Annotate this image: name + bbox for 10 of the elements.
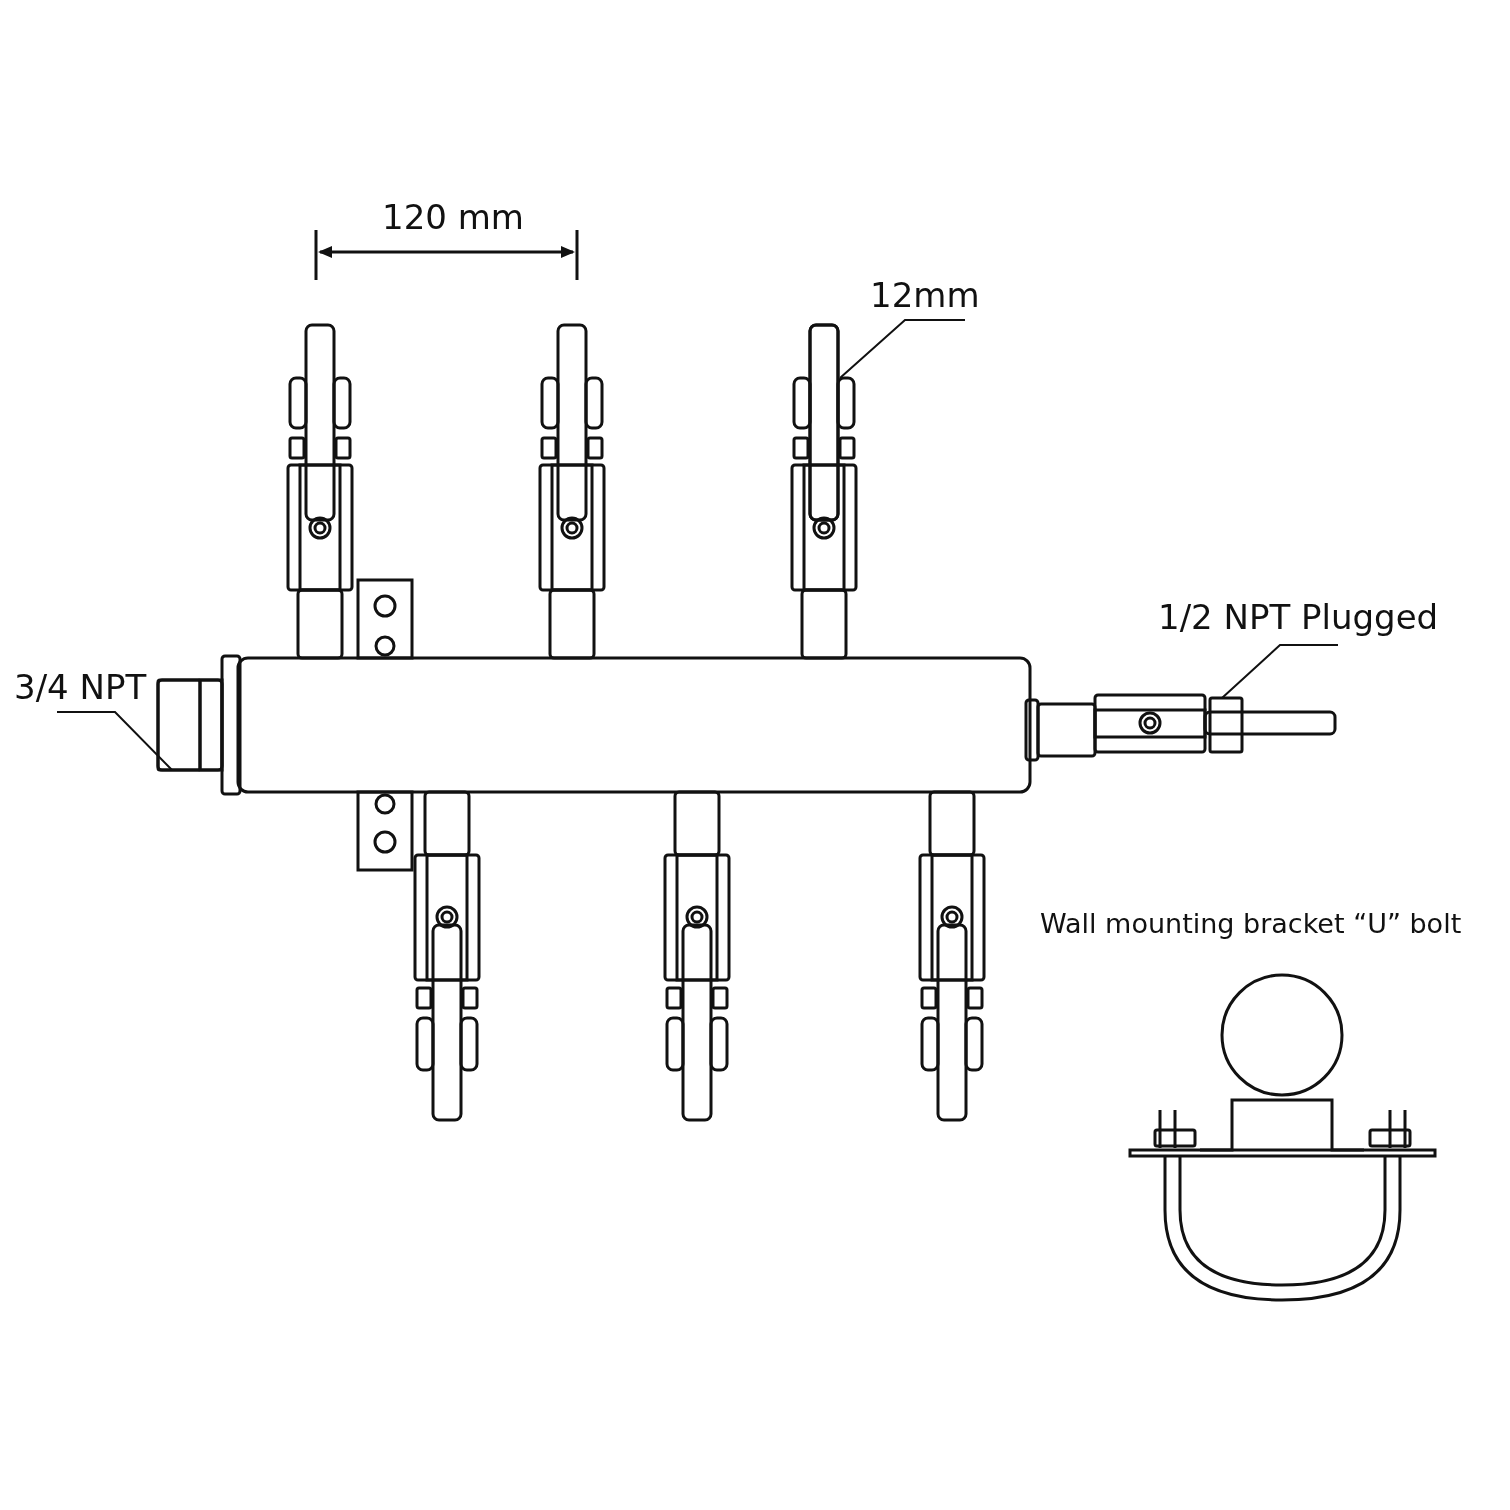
callout-text: 3/4 NPT — [14, 670, 147, 704]
callout-text: 1/2 NPT Plugged — [1158, 600, 1439, 634]
fitting-part — [1208, 696, 1244, 754]
leader-line — [56, 711, 173, 771]
fitting-part — [808, 323, 840, 522]
dimension-label: 120 mm — [382, 200, 524, 234]
leader-line — [1221, 644, 1339, 699]
callout-text: 12mm — [870, 278, 980, 312]
fitting-part — [156, 678, 202, 772]
drawing-caption: Wall mounting bracket “U” bolt — [1040, 910, 1462, 937]
